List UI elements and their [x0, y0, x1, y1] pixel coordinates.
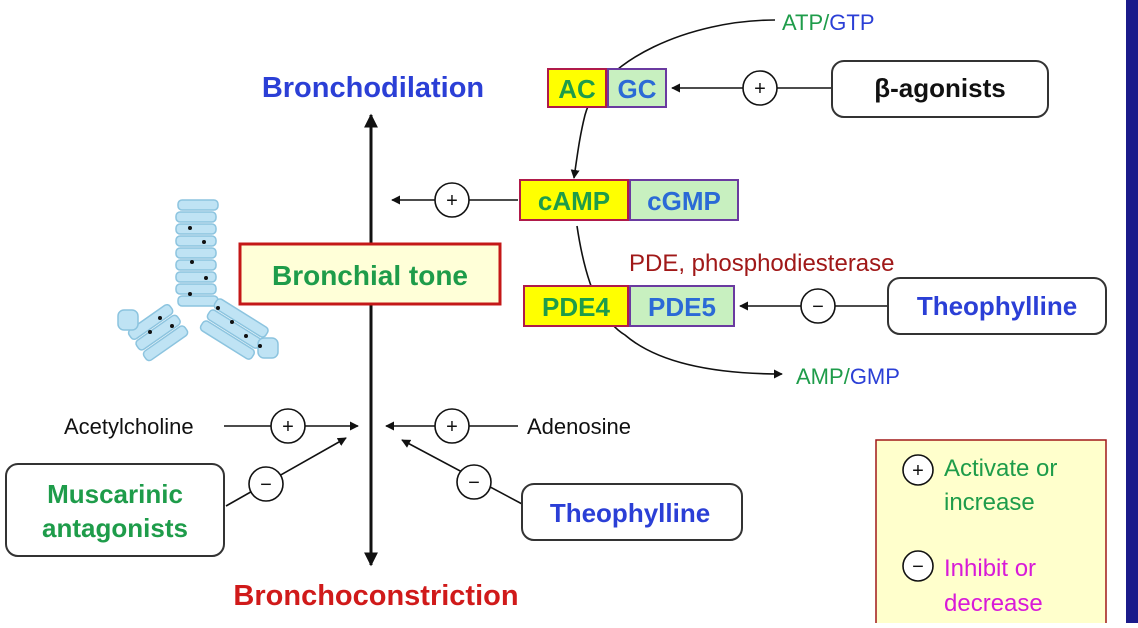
bronchial-tone-label: Bronchial tone	[272, 260, 468, 291]
degradation-curve-arrow	[576, 225, 783, 379]
adenosine-label: Adenosine	[527, 414, 631, 439]
beta-agonists-box	[831, 60, 1049, 118]
muscarinic-antagonists-box	[5, 463, 225, 557]
minus-circle-icon	[248, 466, 284, 502]
legend-activate-line1: Activate or	[944, 455, 1057, 482]
pde4-box	[523, 285, 629, 327]
pde-label: PDE, phosphodiesterase	[629, 250, 895, 277]
pde4-label: PDE4	[542, 292, 610, 322]
bronchoconstriction-label: Bronchoconstriction	[233, 580, 518, 612]
airway-tree-icon	[117, 199, 279, 362]
plus-sign: +	[446, 190, 458, 212]
minus-sign: −	[260, 474, 272, 496]
theophylline-top-label: Theophylline	[917, 291, 1077, 321]
plus-circle-icon	[434, 182, 470, 218]
muscarinic-line1: Muscarinic	[47, 479, 183, 509]
camp-label: cAMP	[538, 186, 610, 216]
theophylline-bottom-box	[521, 483, 743, 541]
ac-label: AC	[558, 74, 596, 104]
pde5-box	[629, 285, 735, 327]
minus-sign: −	[812, 296, 824, 318]
plus-sign: +	[446, 416, 458, 438]
cgmp-label: cGMP	[647, 186, 721, 216]
plus-circle-icon	[902, 454, 934, 486]
theophylline-top-box	[887, 277, 1107, 335]
right-edge-bar	[1126, 0, 1138, 623]
legend-activate-line2: increase	[944, 489, 1035, 516]
legend-inhibit-line1: Inhibit or	[944, 555, 1036, 582]
amp-gmp-label: AMP/GMP	[796, 364, 900, 389]
minus-circle-icon	[800, 288, 836, 324]
camp-box	[519, 179, 629, 221]
gc-box	[607, 68, 667, 108]
muscarinic-antagonist-arrow	[225, 437, 347, 507]
beta-agonists-label: β-agonists	[874, 73, 1005, 103]
minus-circle-icon	[456, 464, 492, 500]
plus-circle-icon	[270, 408, 306, 444]
minus-sign: −	[468, 472, 480, 494]
plus-sign: +	[282, 416, 294, 438]
cgmp-box	[629, 179, 739, 221]
pde5-label: PDE5	[648, 292, 716, 322]
legend-inhibit-line2: decrease	[944, 590, 1043, 617]
minus-sign: −	[912, 556, 924, 578]
gc-label: GC	[618, 74, 657, 104]
theophylline-bottom-label: Theophylline	[550, 498, 710, 528]
bronchial-tone-box	[238, 242, 502, 306]
ac-box	[547, 68, 607, 108]
plus-sign: +	[912, 460, 924, 482]
acetylcholine-label: Acetylcholine	[64, 414, 194, 439]
plus-circle-icon	[742, 70, 778, 106]
bronchodilation-label: Bronchodilation	[262, 72, 484, 104]
minus-circle-icon	[902, 550, 934, 582]
plus-circle-icon	[434, 408, 470, 444]
muscarinic-line2: antagonists	[42, 513, 188, 543]
atp-gtp-label: ATP/GTP	[782, 10, 875, 35]
plus-sign: +	[754, 78, 766, 100]
